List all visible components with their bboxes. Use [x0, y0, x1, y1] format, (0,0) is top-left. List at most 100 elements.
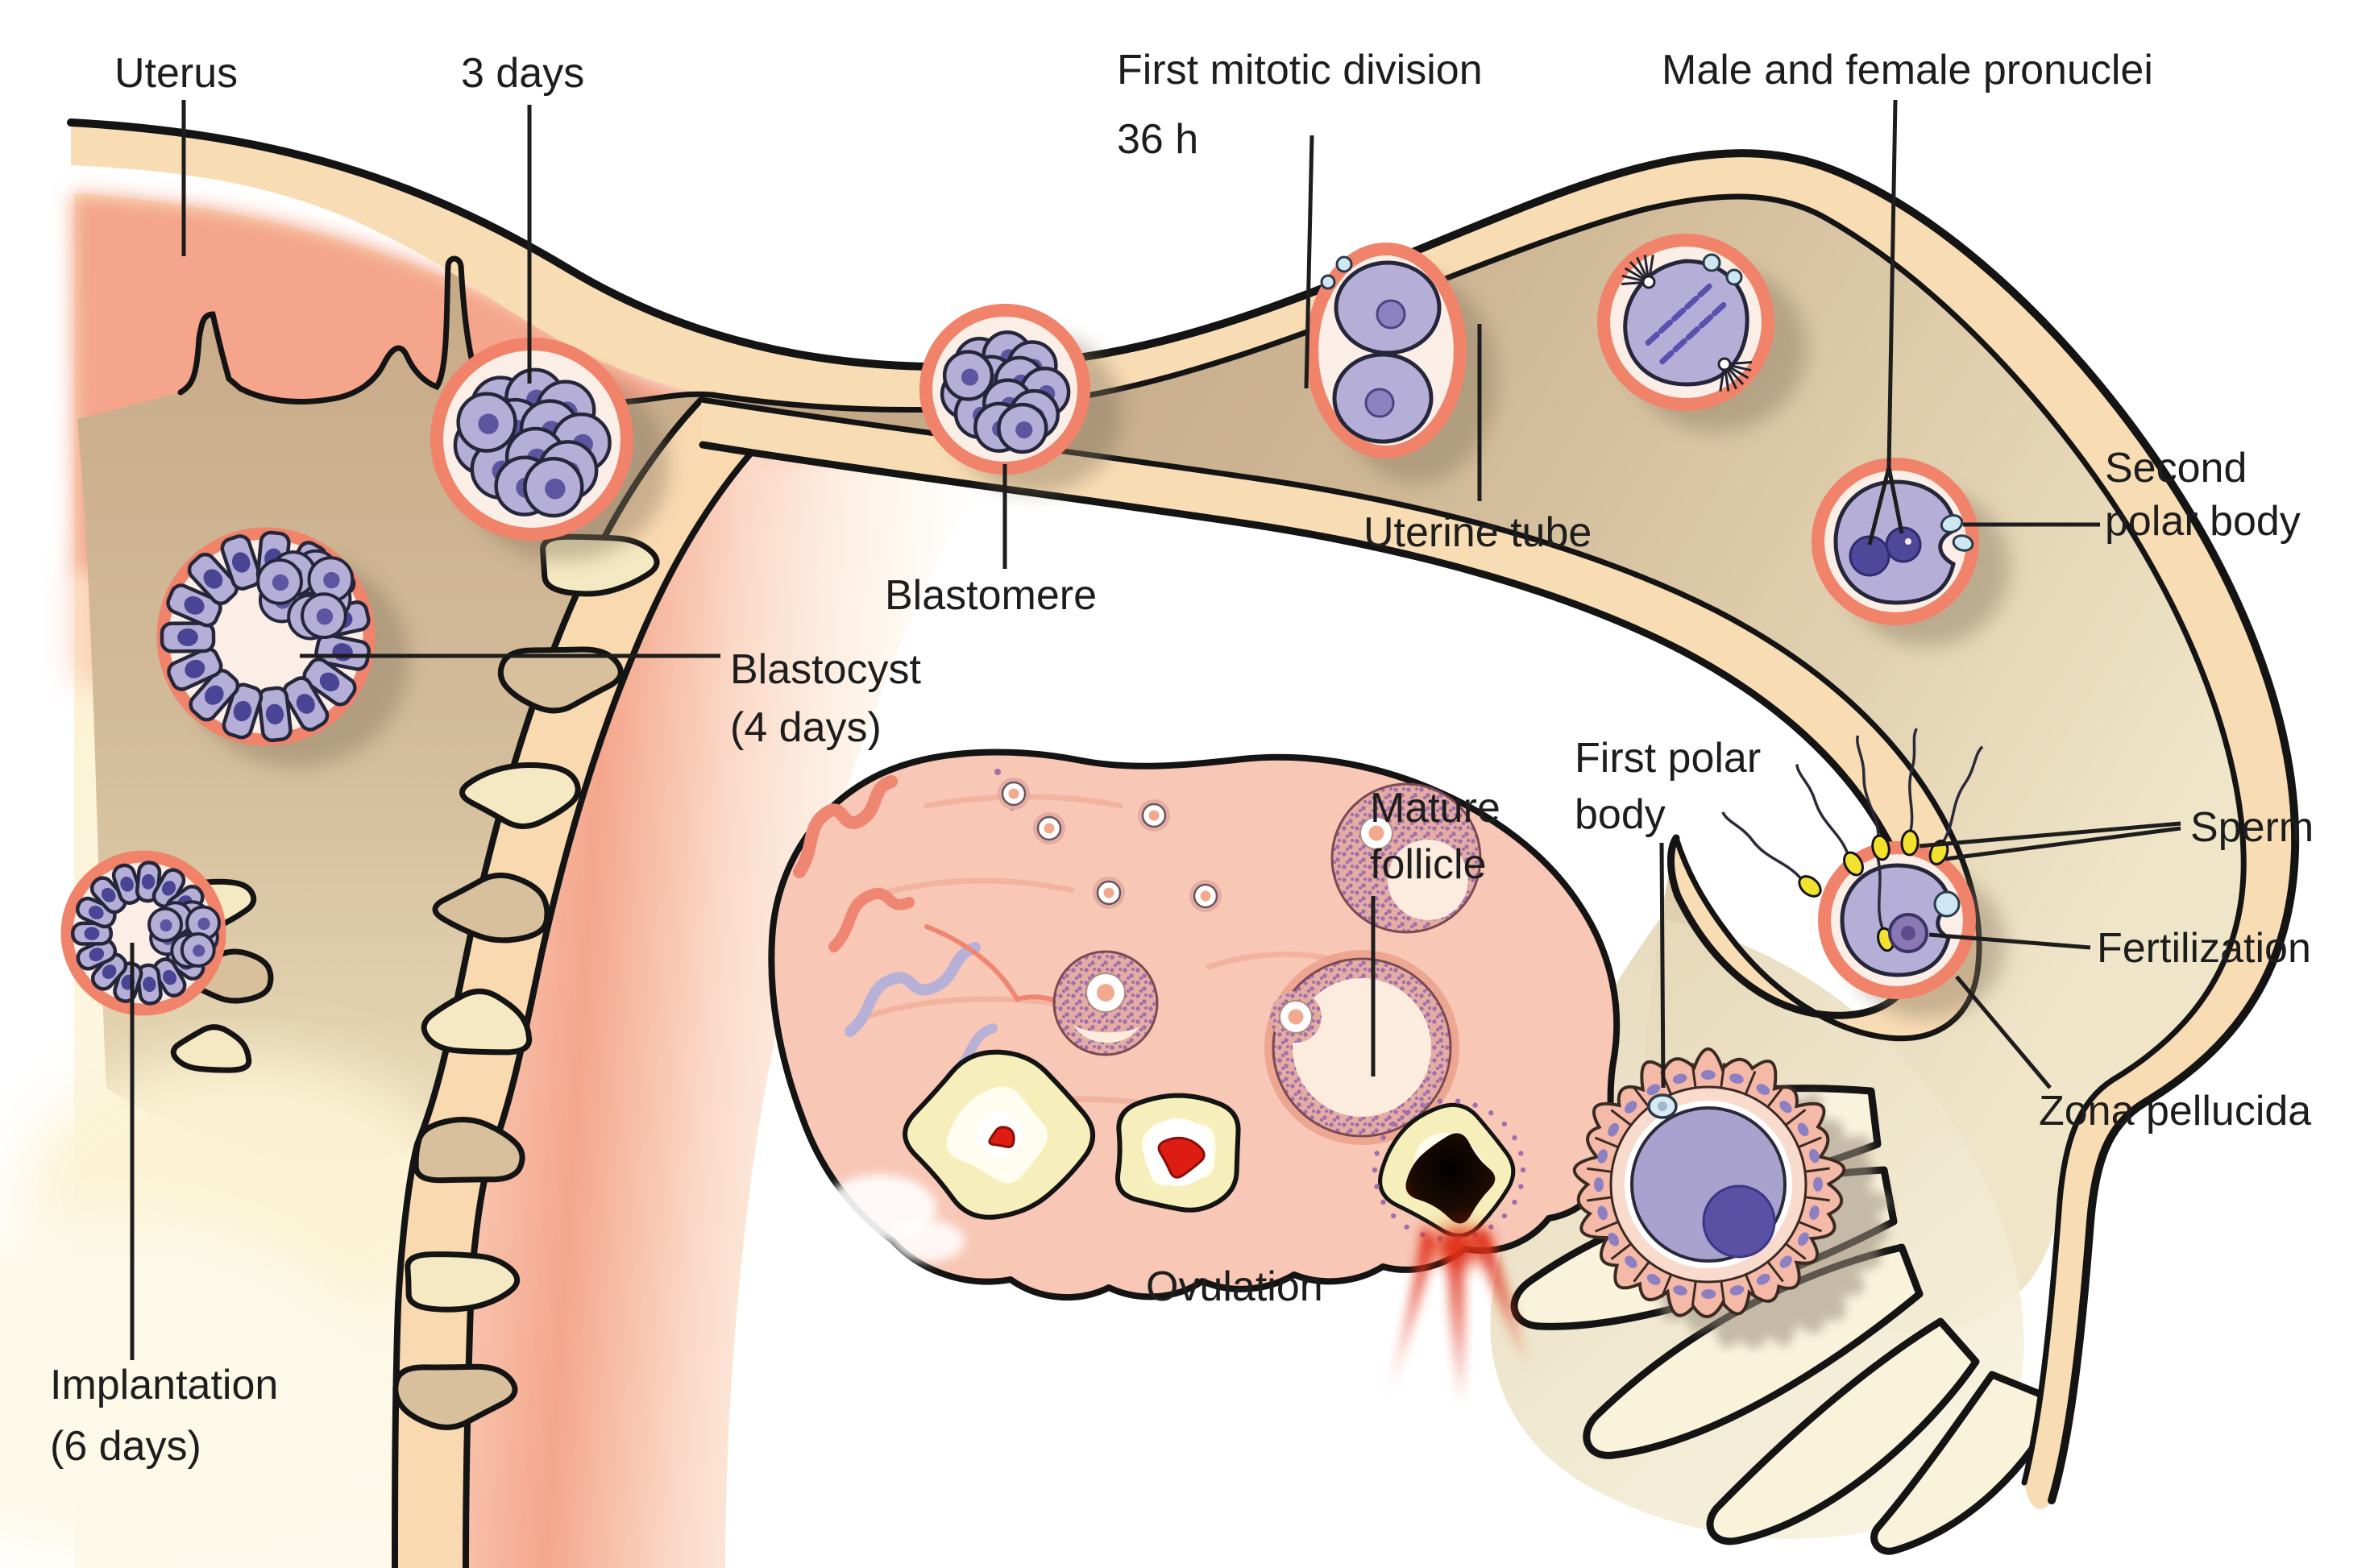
corona-cell-border	[1594, 1136, 1619, 1149]
granulosa-dot	[1372, 1167, 1378, 1173]
corona-cell-nucleus	[1597, 1149, 1608, 1164]
blastomere-nucleus	[1376, 299, 1406, 330]
corpus-luteum-group	[903, 1049, 1241, 1220]
zona-pellucida-ring	[430, 338, 633, 541]
ovary	[768, 749, 1621, 1412]
corona-cell-border	[1691, 1280, 1697, 1306]
trophoblast-nucleus	[177, 628, 198, 646]
first-polar-label-2: body	[1575, 791, 1666, 838]
first-polar-pointer	[1659, 842, 1666, 1089]
chromosome	[1645, 331, 1661, 346]
corona-cell-border	[1804, 1167, 1830, 1173]
endometrium-villus	[405, 1251, 521, 1313]
polar-body	[1320, 274, 1336, 290]
mature-follicle-label-1: Mature	[1370, 785, 1500, 832]
granulosa-dot	[1420, 1102, 1426, 1108]
corona-cell-border	[1785, 1109, 1807, 1126]
second-polar-label-1: Second	[2105, 445, 2247, 492]
polar-body	[1725, 268, 1743, 286]
ovary-cloud	[892, 1220, 965, 1262]
trophoblast-nucleus	[184, 596, 205, 615]
granulosa-dot	[1380, 1199, 1386, 1205]
sperm-tail	[1795, 764, 1849, 855]
trophoblast-nucleus	[319, 672, 340, 691]
corona-cell-nucleus	[1812, 1176, 1823, 1192]
corona-cell-nucleus	[1700, 1070, 1716, 1081]
morula-group	[430, 304, 1090, 541]
trophoblast-nucleus	[141, 873, 156, 890]
trophoblast-cell	[282, 676, 330, 732]
polar-body	[1702, 253, 1721, 272]
trophoblast-nucleus	[102, 964, 117, 979]
trophoblast-cell	[257, 686, 293, 743]
second-polar-body	[1940, 514, 1964, 533]
trophoblast-cell	[220, 534, 262, 591]
oocyte-nucleus	[1702, 1184, 1776, 1259]
zona-pellucida-ring	[60, 850, 226, 1016]
corona-cell-nucleus	[1625, 1101, 1637, 1114]
corona-cell-nucleus	[1809, 1148, 1820, 1164]
trophoblast-nucleus	[120, 876, 134, 892]
corona-cell-nucleus	[1798, 1232, 1809, 1247]
aster-ray	[1643, 255, 1650, 276]
corona-cell-nucleus	[1608, 1232, 1620, 1247]
granulosa-dot	[1390, 1121, 1397, 1127]
trophoblast-nucleus	[233, 700, 252, 722]
tube-inner-outline	[709, 193, 2247, 1486]
endometrium-villus	[421, 988, 533, 1056]
sperm-label: Sperm	[2190, 804, 2314, 851]
granulosa-dot	[1488, 1224, 1494, 1230]
second-polar-body	[1952, 534, 1974, 552]
aster-ray	[1730, 360, 1753, 365]
primordial-oocyte	[1044, 823, 1055, 834]
granulosa-dot	[1512, 1199, 1517, 1205]
uterus-label: Uterus	[114, 50, 238, 97]
sperm-tail	[1908, 728, 1919, 832]
corona-cell-border	[1720, 1280, 1726, 1306]
endometrium-villus	[413, 1117, 525, 1184]
trophoblast-nucleus	[265, 703, 284, 725]
corona-cell-border	[1720, 1063, 1726, 1089]
cavity-fade-2	[0, 1217, 371, 1555]
aster-ray	[1728, 367, 1745, 386]
corona-cell-nucleus	[1779, 1101, 1792, 1114]
sperm-cell	[1856, 735, 1890, 861]
ovulation-label: Ovulation	[1146, 1263, 1323, 1310]
blastomere-nucleus	[961, 368, 979, 386]
polar-body	[1933, 890, 1961, 918]
fertilization-label: Fertilization	[2097, 925, 2311, 972]
granulosa-dot	[1512, 1135, 1517, 1141]
trophoblast-nucleus	[185, 659, 205, 678]
endometrium-villus	[459, 762, 581, 829]
first-polar-body-core	[1658, 1101, 1667, 1111]
fertilization-cell	[1818, 841, 1976, 999]
blood-streak	[1471, 1231, 1528, 1371]
granulosa-dot	[1404, 1224, 1409, 1230]
trophoblast-nucleus	[203, 569, 223, 589]
corpus-luteum-core	[988, 1126, 1015, 1148]
granulosa-dot	[1390, 1213, 1397, 1219]
ovary-vessel-salmon	[793, 775, 898, 878]
secondary-follicle	[1330, 782, 1482, 934]
corona-cell-nucleus	[1646, 1274, 1661, 1285]
corona-cell-nucleus	[1608, 1122, 1619, 1137]
corona-cell-nucleus	[1729, 1285, 1745, 1296]
granulosa-dot	[1520, 1167, 1526, 1173]
aster-ray	[1621, 274, 1643, 282]
zona-pellucida-pointer	[1955, 975, 2052, 1089]
ovary-vessels	[793, 775, 1084, 1081]
corona-cell-nucleus	[1701, 1289, 1716, 1300]
first-mitotic-pointer	[1304, 135, 1314, 389]
mitotic-zygote	[1597, 234, 1774, 411]
chromosome	[1685, 326, 1701, 341]
trophoblast-nucleus	[204, 685, 224, 705]
labels: Uterus 3 days First mitotic division 36 …	[50, 47, 2314, 1470]
trophoblast-nucleus	[296, 694, 315, 714]
sperm-cell	[1928, 745, 1984, 865]
granulosa-dot	[1501, 1121, 1508, 1127]
corona-cell-nucleus	[1597, 1205, 1608, 1221]
implantation-label-1: Implantation	[50, 1362, 278, 1408]
aster-ray	[1624, 267, 1644, 280]
